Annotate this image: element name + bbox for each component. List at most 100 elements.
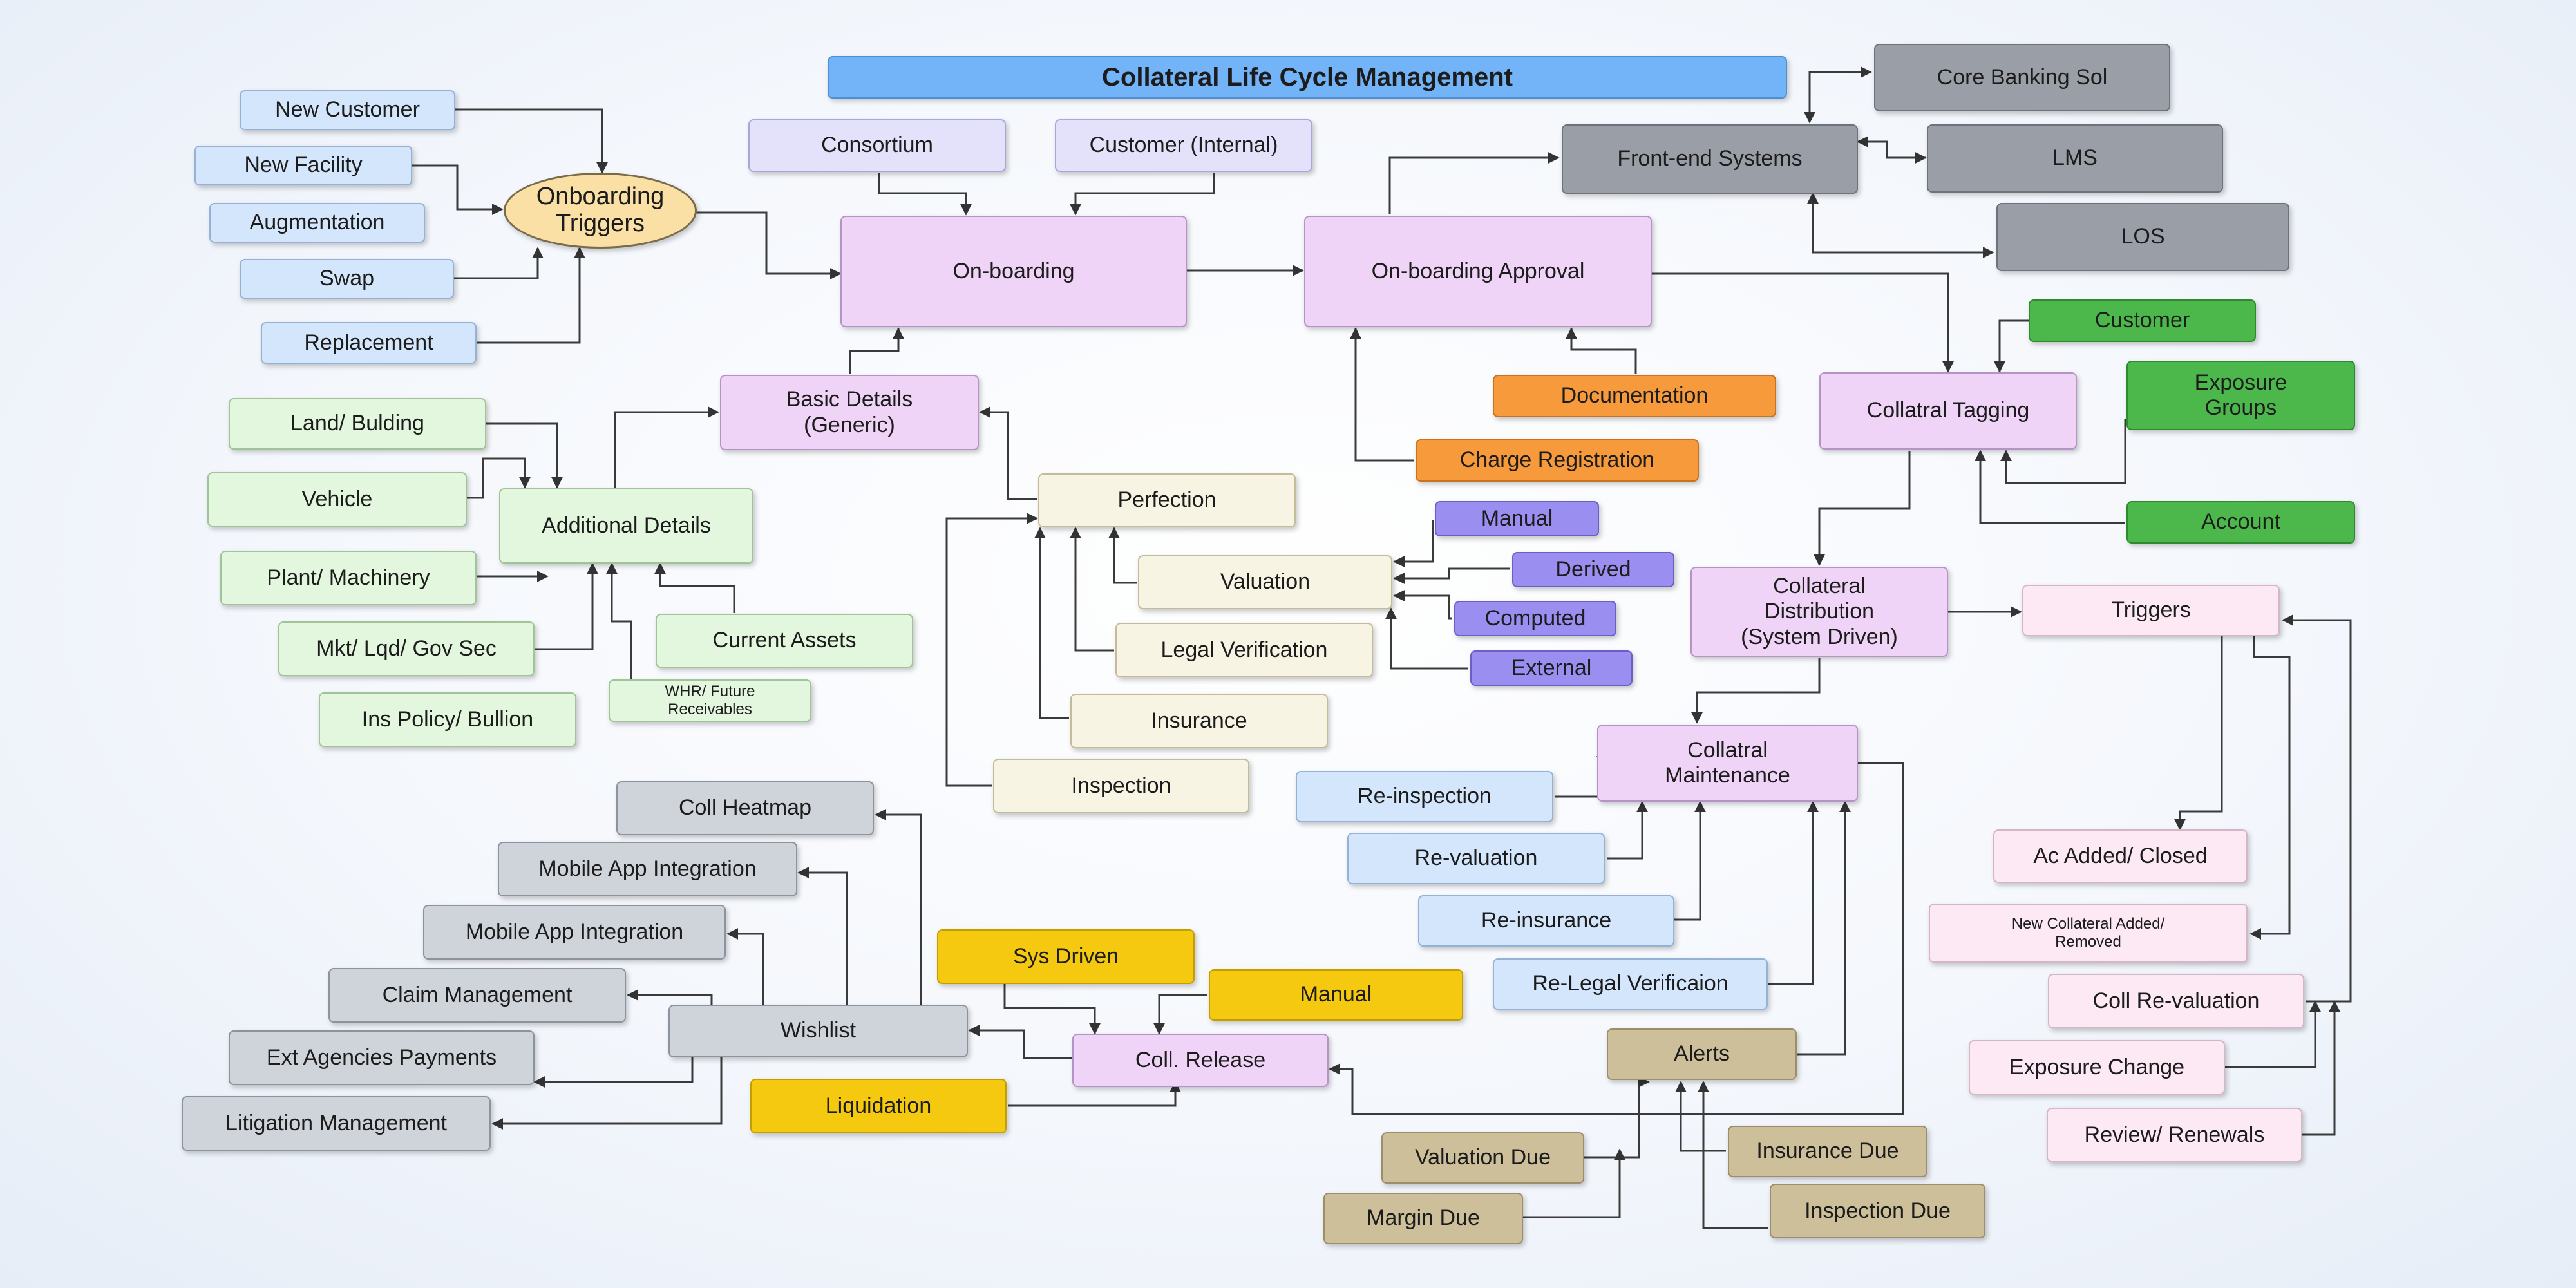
link-mkt-additional [535,562,598,650]
node-external[interactable]: External [1470,650,1633,686]
link-inspectiondue-alerts [1698,1081,1768,1229]
node-perfection[interactable]: Perfection [1038,473,1296,527]
node-onboarding-triggers[interactable]: Onboarding Triggers [504,173,697,249]
node-land-building[interactable]: Land/ Bulding [229,398,486,450]
link-frontend-core [1804,66,1872,124]
node-re-legal[interactable]: Re-Legal Verificaion [1493,958,1768,1010]
link-approval-frontend [1388,152,1560,214]
node-documentation[interactable]: Documentation [1493,375,1776,417]
node-los[interactable]: LOS [1996,203,2289,271]
link-valuation-perfection [1108,527,1137,584]
node-customer-internal[interactable]: Customer (Internal) [1055,119,1312,172]
node-coll-heatmap[interactable]: Coll Heatmap [616,781,874,835]
node-derived[interactable]: Derived [1512,552,1674,587]
node-coll-revaluation[interactable]: Coll Re-valuation [2048,974,2304,1028]
node-margin-due[interactable]: Margin Due [1323,1193,1523,1244]
node-additional-details[interactable]: Additional Details [499,488,753,564]
link-wishlist-ext [533,1056,694,1088]
link-review-collreval [2302,1000,2340,1136]
node-core-banking[interactable]: Core Banking Sol [1874,44,2170,111]
node-inspection[interactable]: Inspection [993,759,1249,813]
link-frontend-lms [1857,136,1927,164]
link-collreval-triggers [2282,614,2352,1003]
node-ext-agencies[interactable]: Ext Agencies Payments [229,1030,535,1085]
node-legal-verification[interactable]: Legal Verification [1115,623,1373,677]
link-replacement-triggers [477,247,585,344]
node-computed[interactable]: Computed [1454,601,1616,636]
node-onboarding-approval[interactable]: On-boarding Approval [1304,216,1652,327]
link-manual-release [1153,994,1208,1035]
node-inspection-due[interactable]: Inspection Due [1770,1184,1985,1238]
node-litigation[interactable]: Litigation Management [182,1096,491,1151]
node-basic-details[interactable]: Basic Details (Generic) [720,375,979,450]
node-valuation[interactable]: Valuation [1138,555,1392,609]
link-distribution-maintenance [1691,658,1821,724]
node-onboarding[interactable]: On-boarding [840,216,1187,327]
link-account-tagging [1975,450,2125,524]
node-wishlist[interactable]: Wishlist [668,1005,968,1057]
node-new-facility[interactable]: New Facility [194,146,412,185]
node-vehicle[interactable]: Vehicle [207,472,467,527]
link-land-additional [486,422,563,489]
link-computed-valuation [1393,590,1452,620]
link-wishlist-mobile1 [797,867,848,1005]
node-charge-registration[interactable]: Charge Registration [1416,439,1699,482]
link-relegal-maintenance [1768,800,1819,985]
node-account[interactable]: Account [2126,501,2355,544]
node-review-renewals[interactable]: Review/ Renewals [2047,1108,2302,1162]
node-claim-management[interactable]: Claim Management [328,968,626,1023]
node-exposure-change[interactable]: Exposure Change [1969,1040,2225,1095]
link-manual-valuation [1393,520,1434,567]
node-manual-release[interactable]: Manual [1209,969,1463,1021]
node-plant-machinery[interactable]: Plant/ Machinery [220,551,477,605]
node-lms[interactable]: LMS [1927,124,2223,193]
link-legal-perfection [1070,527,1114,652]
node-insurance[interactable]: Insurance [1070,694,1328,748]
link-revaluation-maintenance [1607,800,1648,860]
link-release-wishlist [968,1025,1072,1059]
node-consortium[interactable]: Consortium [748,119,1006,172]
node-new-collateral[interactable]: New Collateral Added/ Removed [1929,904,2248,963]
node-triggers[interactable]: Triggers [2022,585,2280,636]
node-frontend-systems[interactable]: Front-end Systems [1562,124,1858,194]
node-exposure-groups[interactable]: Exposure Groups [2126,361,2355,430]
node-re-valuation[interactable]: Re-valuation [1347,833,1605,884]
node-insurance-due[interactable]: Insurance Due [1728,1126,1927,1177]
diagram-title: Collateral Life Cycle Management [828,56,1787,99]
link-valuationdue-alerts [1584,1076,1650,1159]
node-collateral-distribution[interactable]: Collateral Distribution (System Driven) [1690,567,1948,657]
node-mobile-app-2[interactable]: Mobile App Integration [423,905,726,960]
node-customer[interactable]: Customer [2029,299,2256,342]
node-new-customer[interactable]: New Customer [240,90,455,130]
link-documentation-approval [1566,327,1637,374]
node-whr-future[interactable]: WHR/ Future Receivables [609,679,811,722]
node-replacement[interactable]: Replacement [261,322,477,364]
link-wishlist-mobile2 [726,928,764,1005]
node-swap[interactable]: Swap [240,259,454,299]
node-collatral-maintenance[interactable]: Collatral Maintenance [1597,724,1858,802]
node-coll-release[interactable]: Coll. Release [1072,1034,1329,1087]
node-collatral-tagging[interactable]: Collatral Tagging [1819,372,2077,450]
node-ins-policy[interactable]: Ins Policy/ Bullion [319,692,576,747]
node-liquidation[interactable]: Liquidation [750,1079,1007,1133]
node-manual-valuation[interactable]: Manual [1435,501,1599,536]
node-mobile-app-1[interactable]: Mobile App Integration [498,842,797,896]
node-re-inspection[interactable]: Re-inspection [1296,771,1553,822]
node-mkt-lqd-gov[interactable]: Mkt/ Lqd/ Gov Sec [278,621,535,676]
node-alerts[interactable]: Alerts [1607,1028,1797,1080]
link-current-additional [654,562,735,613]
link-exposure-tagging [2000,419,2126,484]
link-maintenance-release [1329,762,1904,1115]
node-current-assets[interactable]: Current Assets [656,614,913,668]
link-insurance-perfection [1034,527,1069,719]
node-ac-added-closed[interactable]: Ac Added/ Closed [1993,829,2248,883]
node-augmentation[interactable]: Augmentation [209,203,425,243]
node-sys-driven[interactable]: Sys Driven [937,929,1195,984]
link-vehicle-additional [467,457,531,499]
link-wishlist-claim [627,989,713,1005]
link-approval-tagging [1652,272,1954,373]
node-re-insurance[interactable]: Re-insurance [1418,895,1674,947]
node-valuation-due[interactable]: Valuation Due [1381,1132,1584,1184]
link-exposure-collreval [2225,1000,2321,1068]
